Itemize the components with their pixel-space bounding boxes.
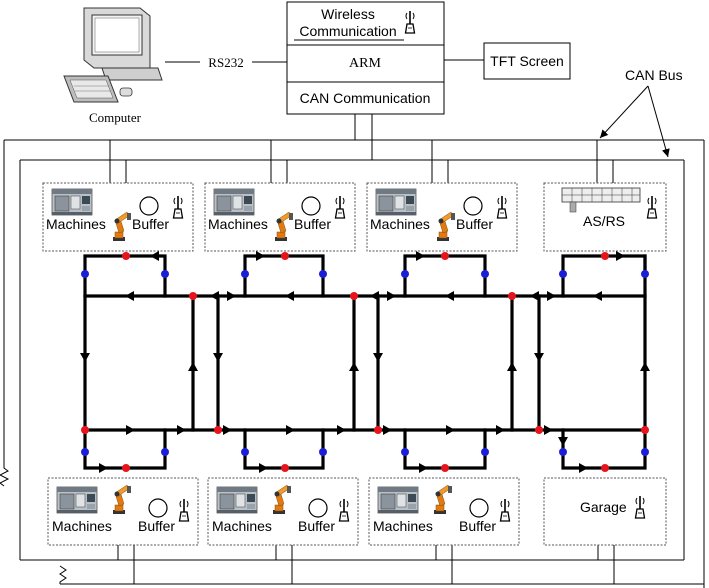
buffer-circle-icon <box>308 498 328 518</box>
cnc-machine-icon <box>213 188 255 216</box>
track-arrows <box>80 251 650 473</box>
buffer-label: Buffer <box>294 216 331 232</box>
asrs-rack-icon <box>561 187 641 213</box>
buffer-circle-icon <box>469 498 489 518</box>
buffer-label: Buffer <box>298 518 335 534</box>
machines-label: Machines <box>373 518 433 534</box>
cnc-machine-icon <box>216 486 258 514</box>
buffer-label: Buffer <box>138 518 175 534</box>
machines-label: Machines <box>52 518 112 534</box>
track-nodes <box>81 252 649 472</box>
station-bottom-2: Machines Buffer <box>207 477 359 546</box>
buffer-circle-icon <box>139 196 159 216</box>
asrs-label: AS/RS <box>583 213 625 229</box>
can-bus-label: CAN Bus <box>625 67 683 83</box>
track-network <box>83 254 647 470</box>
machines-label: Machines <box>46 216 106 232</box>
buffer-label: Buffer <box>456 216 493 232</box>
can-communication-label: CAN Communication <box>300 90 431 106</box>
station-bottom-3: Machines Buffer <box>368 477 520 546</box>
buffer-circle-icon <box>148 498 168 518</box>
garage-label: Garage <box>580 499 627 515</box>
arm-label: ARM <box>349 56 381 71</box>
station-top-asrs: AS/RS <box>543 182 667 252</box>
machines-label: Machines <box>370 216 430 232</box>
station-top-3: Machines Buffer <box>366 182 518 252</box>
tft-screen <box>483 42 571 80</box>
buffer-circle-icon <box>301 196 321 216</box>
wireless-label-1: Wireless <box>321 6 375 22</box>
machines-label: Machines <box>212 518 272 534</box>
cnc-machine-icon <box>56 486 98 514</box>
cnc-machine-icon <box>51 188 93 216</box>
computer-label: Computer <box>89 110 142 125</box>
tft-screen-label: TFT Screen <box>490 53 564 69</box>
cnc-machine-icon <box>377 486 419 514</box>
machines-label: Machines <box>208 216 268 232</box>
buffer-circle-icon <box>463 196 483 216</box>
wireless-label-2: Communication <box>299 23 396 39</box>
buffer-label: Buffer <box>132 216 169 232</box>
station-bottom-1: Machines Buffer <box>47 477 199 546</box>
computer-icon <box>63 7 163 103</box>
station-top-2: Machines Buffer <box>204 182 356 252</box>
can-bus-wiring <box>0 114 705 588</box>
station-top-1: Machines Buffer <box>42 182 194 252</box>
buffer-label: Buffer <box>459 518 496 534</box>
rs232-label: RS232 <box>208 55 243 70</box>
arm-controller: Wireless Communication ARM CAN Communica… <box>286 1 445 115</box>
cnc-machine-icon <box>375 188 417 216</box>
station-bottom-garage: Garage <box>543 477 667 546</box>
